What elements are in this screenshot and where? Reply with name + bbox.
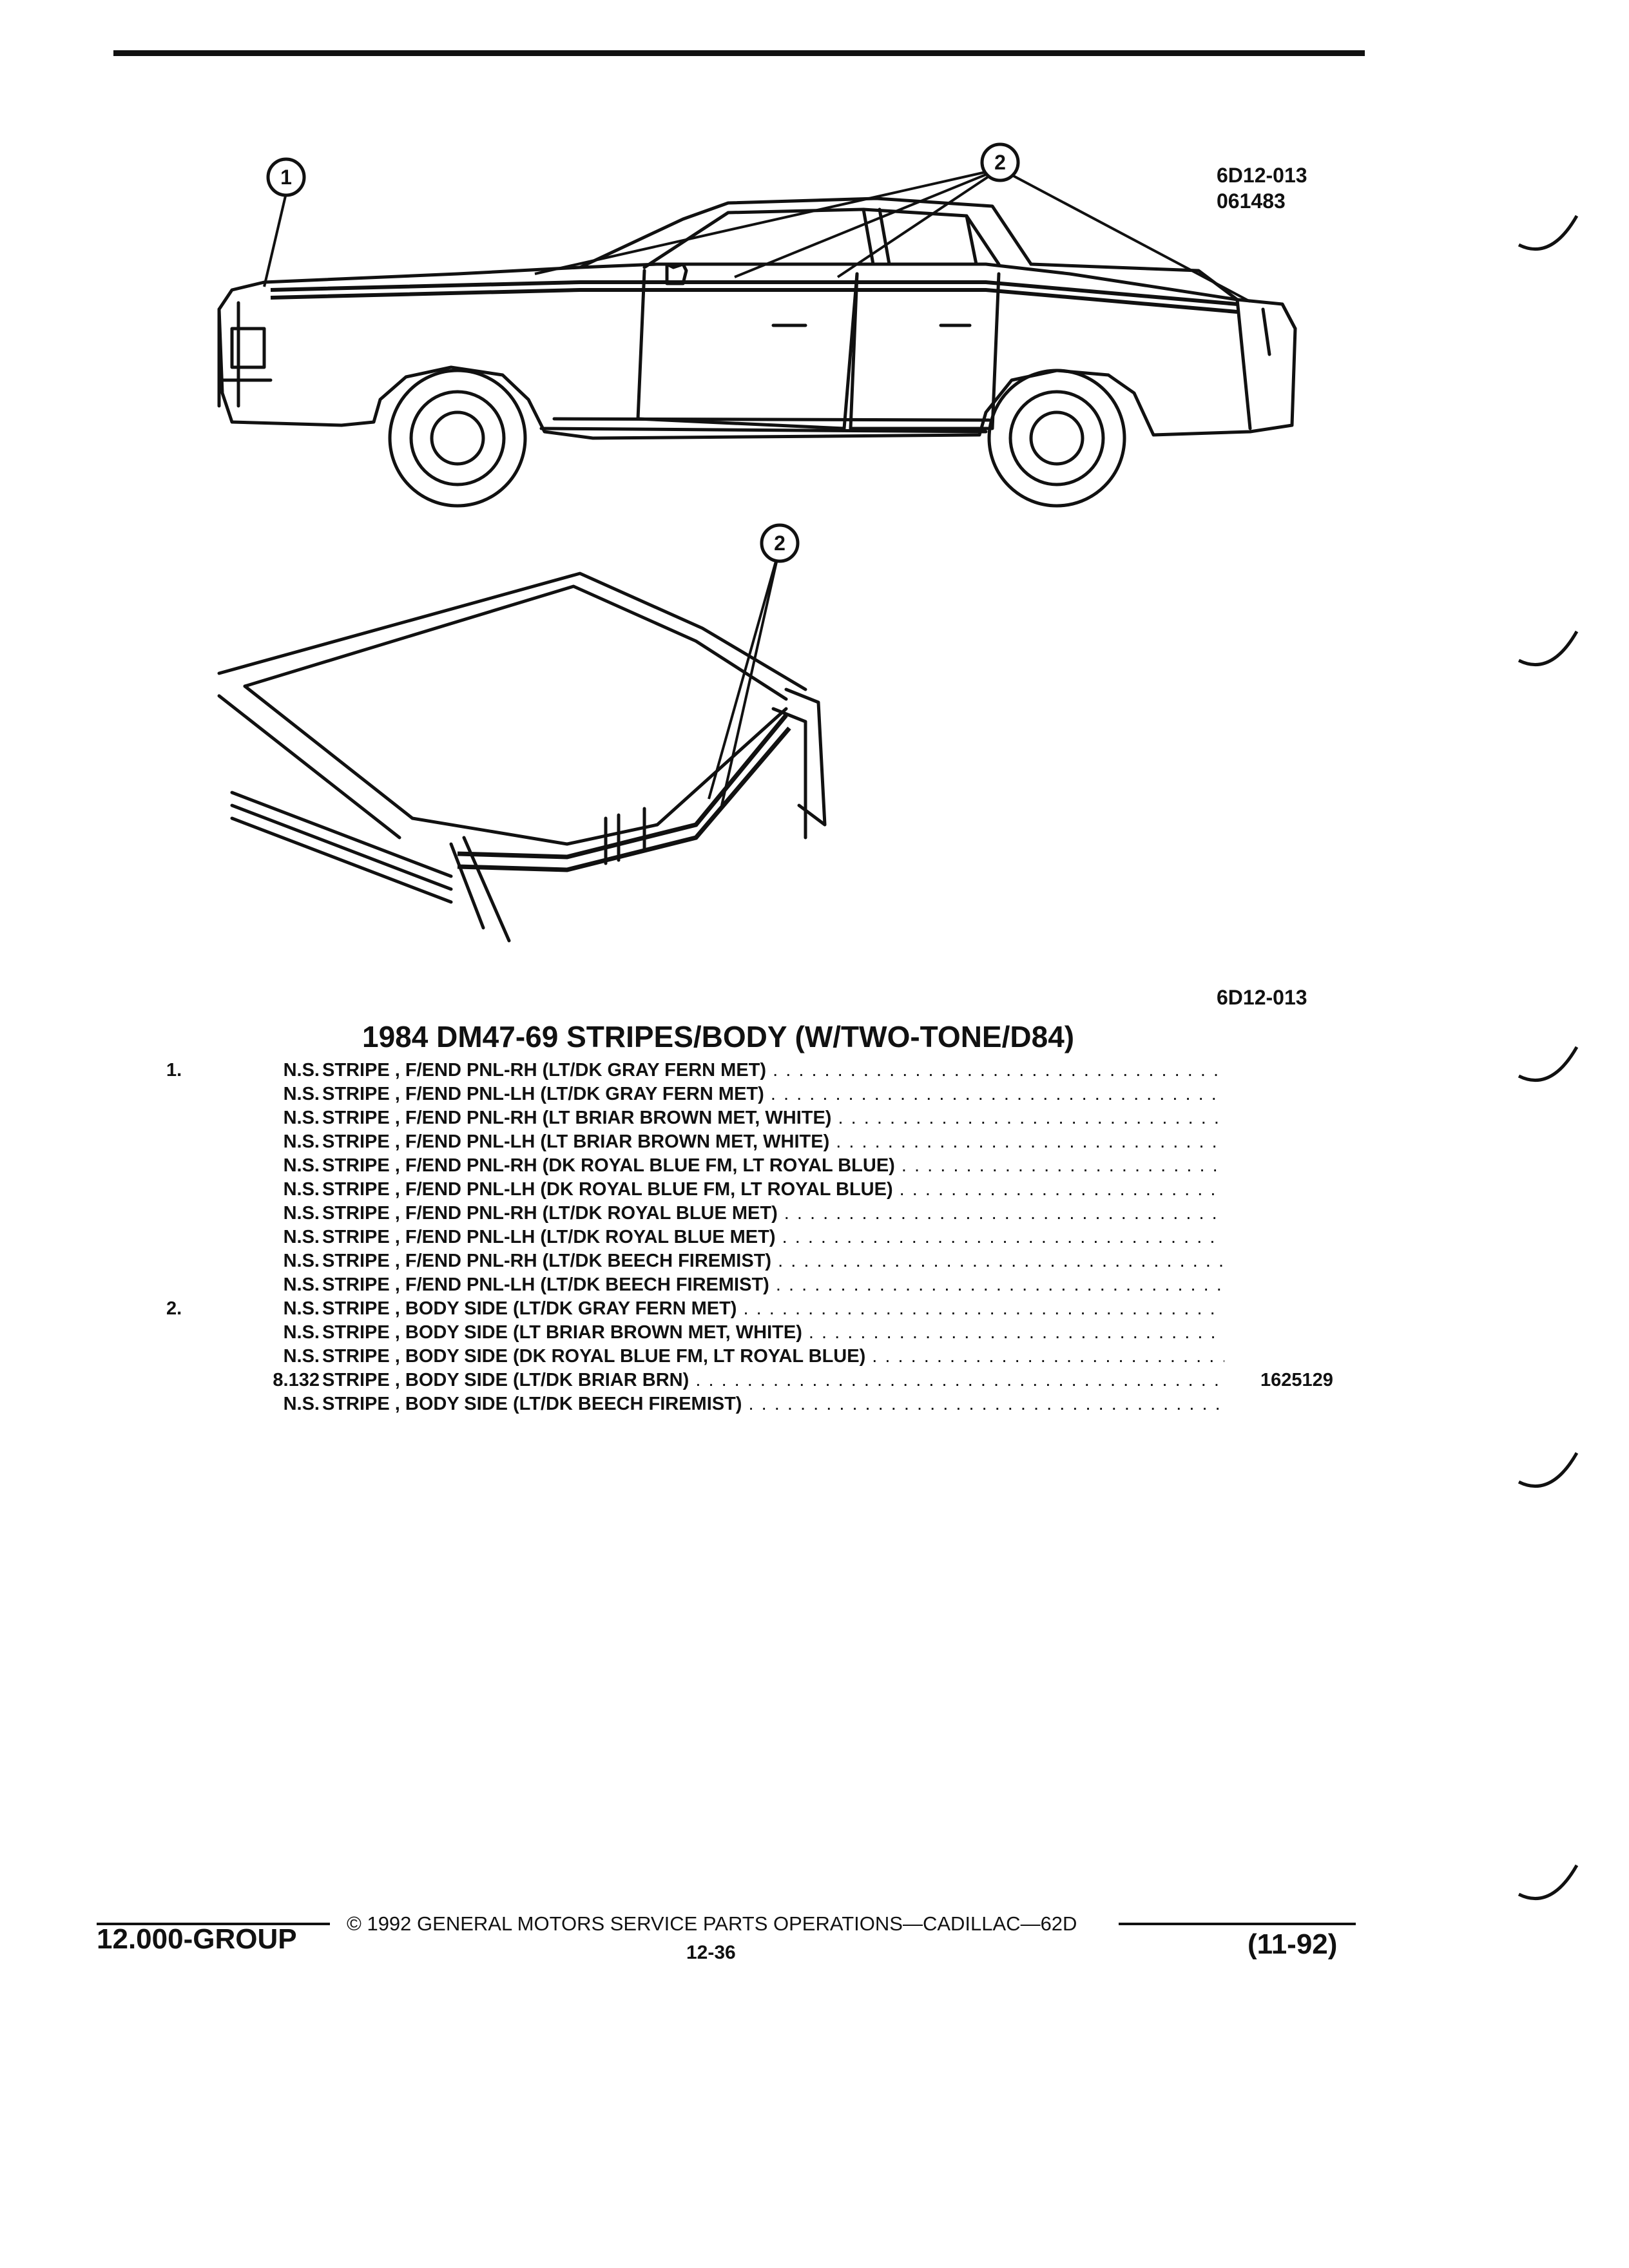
ref-number: 2. <box>166 1298 182 1319</box>
parts-row: N.S.STRIPE , F/END PNL-LH (LT/DK BEECH F… <box>0 1273 1629 1296</box>
quantity: N.S. <box>283 1394 320 1414</box>
parts-row: 2. N.S.STRIPE , BODY SIDE (LT/DK GRAY FER… <box>0 1297 1629 1320</box>
top-rule <box>113 50 1365 56</box>
revision-date: (11-92) <box>1248 1928 1338 1960</box>
parts-row: N.S.STRIPE , F/END PNL-RH (LT BRIAR BROW… <box>0 1106 1629 1129</box>
footer-group: 12.000-GROUP <box>97 1923 297 1955</box>
callout-1: 1 <box>266 157 306 197</box>
description: STRIPE , F/END PNL-LH (DK ROYAL BLUE FM,… <box>322 1178 1224 1201</box>
footer-rule-right <box>1119 1923 1356 1925</box>
description: STRIPE , BODY SIDE (LT/DK GRAY FERN MET) <box>322 1297 1224 1320</box>
quantity: 8.132 <box>273 1370 320 1390</box>
parts-row: N.S.STRIPE , BODY SIDE (DK ROYAL BLUE FM… <box>0 1345 1629 1368</box>
binder-hole-mark <box>1518 1452 1579 1488</box>
description: STRIPE , F/END PNL-RH (LT BRIAR BROWN ME… <box>322 1106 1224 1129</box>
parts-row: N.S.STRIPE , F/END PNL-LH (DK ROYAL BLUE… <box>0 1178 1629 1201</box>
quantity: N.S. <box>283 1108 320 1128</box>
description: STRIPE , F/END PNL-LH (LT/DK BEECH FIREM… <box>322 1273 1224 1296</box>
description: STRIPE , F/END PNL-LH (LT BRIAR BROWN ME… <box>322 1130 1224 1153</box>
quantity: N.S. <box>283 1155 320 1176</box>
page-number: 12-36 <box>686 1942 736 1963</box>
figure-code: 6D12-013 <box>1217 164 1307 187</box>
description: STRIPE , F/END PNL-RH (LT/DK GRAY FERN M… <box>322 1059 1224 1082</box>
quantity: N.S. <box>283 1251 320 1271</box>
rear-deck-illustration: 2 <box>217 523 827 943</box>
svg-text:1: 1 <box>280 166 292 189</box>
callout-2: 2 <box>980 142 1020 182</box>
binder-hole-mark <box>1518 1864 1579 1901</box>
figure-date-code: 061483 <box>1217 189 1286 213</box>
description: STRIPE , BODY SIDE (DK ROYAL BLUE FM, LT… <box>322 1345 1224 1368</box>
parts-row: N.S.STRIPE , F/END PNL-LH (LT BRIAR BROW… <box>0 1130 1629 1153</box>
description: STRIPE , BODY SIDE (LT BRIAR BROWN MET, … <box>322 1321 1224 1344</box>
figure-code-bottom: 6D12-013 <box>1217 986 1307 1009</box>
description: STRIPE , BODY SIDE (LT/DK BEECH FIREMIST… <box>322 1392 1224 1416</box>
part-number: 1625129 <box>1260 1370 1333 1390</box>
ref-number: 1. <box>166 1060 182 1081</box>
quantity: N.S. <box>283 1227 320 1247</box>
figure-code-top: 6D12-013 061483 <box>1217 162 1307 214</box>
description: STRIPE , F/END PNL-RH (LT/DK ROYAL BLUE … <box>322 1202 1224 1225</box>
parts-row: N.S.STRIPE , F/END PNL-RH (DK ROYAL BLUE… <box>0 1154 1629 1177</box>
footer-rule-left <box>97 1923 330 1925</box>
section-title: 1984 DM47-69 STRIPES/BODY (W/TWO-TONE/D8… <box>362 1020 1075 1053</box>
quantity: N.S. <box>283 1084 320 1104</box>
parts-row: N.S.STRIPE , F/END PNL-RH (LT/DK ROYAL B… <box>0 1202 1629 1225</box>
quantity: N.S. <box>283 1179 320 1200</box>
car-side-illustration: 1 2 <box>217 142 1297 508</box>
quantity: N.S. <box>283 1203 320 1224</box>
parts-row: N.S.STRIPE , F/END PNL-LH (LT/DK ROYAL B… <box>0 1225 1629 1249</box>
description: STRIPE , BODY SIDE (LT/DK BRIAR BRN) <box>322 1369 1224 1392</box>
quantity: N.S. <box>283 1060 320 1081</box>
quantity: N.S. <box>283 1346 320 1367</box>
footer-copyright: © 1992 GENERAL MOTORS SERVICE PARTS OPER… <box>347 1912 1077 1935</box>
parts-row: 1. N.S.STRIPE , F/END PNL-RH (LT/DK GRAY … <box>0 1059 1629 1082</box>
callout-2-detail: 2 <box>760 523 800 563</box>
svg-text:2: 2 <box>994 151 1006 174</box>
parts-row: N.S.STRIPE , F/END PNL-LH (LT/DK GRAY FE… <box>0 1082 1629 1106</box>
description: STRIPE , F/END PNL-LH (LT/DK ROYAL BLUE … <box>322 1225 1224 1249</box>
description: STRIPE , F/END PNL-LH (LT/DK GRAY FERN M… <box>322 1082 1224 1106</box>
description: STRIPE , F/END PNL-RH (LT/DK BEECH FIREM… <box>322 1249 1224 1273</box>
svg-text:2: 2 <box>774 532 786 555</box>
binder-hole-mark <box>1518 215 1579 251</box>
quantity: N.S. <box>283 1274 320 1295</box>
quantity: N.S. <box>283 1322 320 1343</box>
parts-row: N.S.STRIPE , F/END PNL-RH (LT/DK BEECH F… <box>0 1249 1629 1273</box>
quantity: N.S. <box>283 1298 320 1319</box>
binder-hole-mark <box>1518 630 1579 667</box>
quantity: N.S. <box>283 1131 320 1152</box>
parts-row: N.S.STRIPE , BODY SIDE (LT/DK BEECH FIRE… <box>0 1392 1629 1416</box>
parts-row: N.S.STRIPE , BODY SIDE (LT BRIAR BROWN M… <box>0 1321 1629 1344</box>
binder-hole-mark <box>1518 1046 1579 1082</box>
description: STRIPE , F/END PNL-RH (DK ROYAL BLUE FM,… <box>322 1154 1224 1177</box>
